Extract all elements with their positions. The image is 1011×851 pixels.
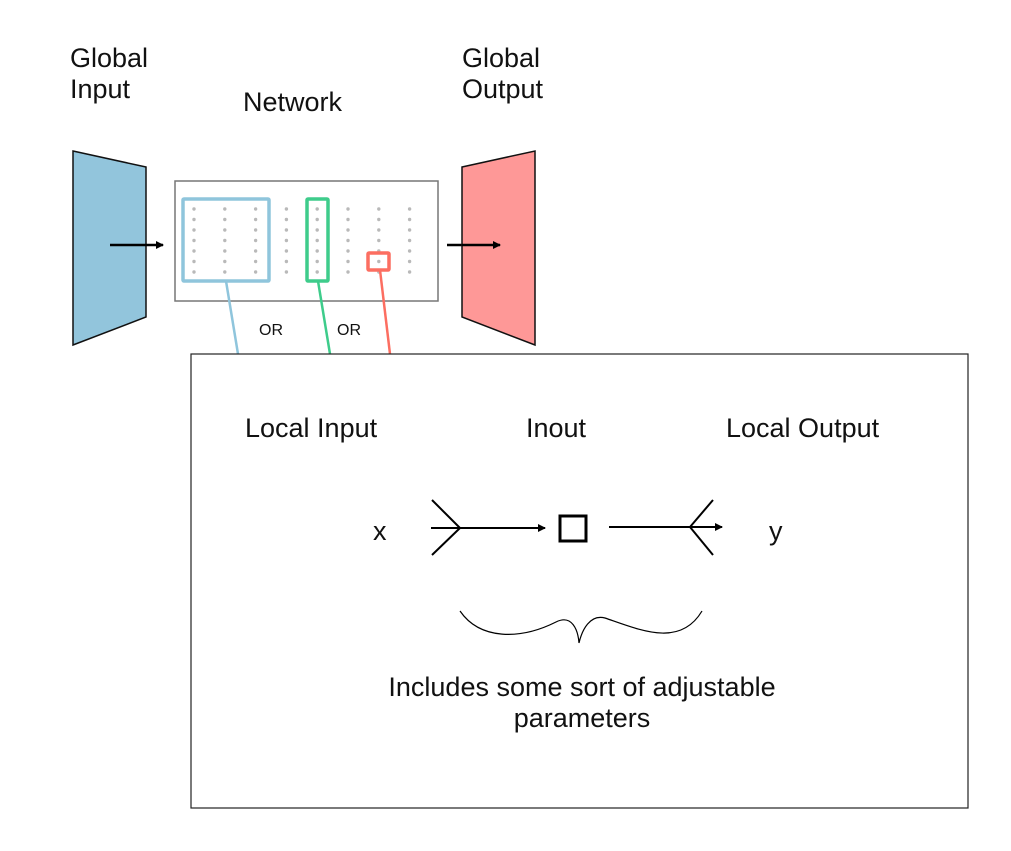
network-label: Network: [243, 87, 343, 117]
neuron-dot: [407, 207, 412, 211]
single-layer-selection: [305, 197, 330, 283]
single-neuron-selection: [366, 251, 391, 272]
neuron-dot: [284, 207, 289, 211]
neuron-dot: [253, 207, 258, 211]
detail-box: [190, 353, 969, 809]
global-input-block: [72, 150, 147, 347]
neuron-dot: [253, 238, 258, 243]
neuron-dot: [346, 217, 350, 222]
caption: Includes some sort of adjustable paramet…: [352, 672, 812, 734]
y-variable: y: [769, 516, 783, 546]
neuron-dot: [192, 259, 196, 264]
single-neuron-connector: [378, 269, 392, 355]
neuron-dot: [315, 217, 319, 222]
neuron-dot: [315, 238, 319, 243]
layer-group-connector: [224, 280, 240, 355]
global-output-line1: Global: [462, 43, 541, 73]
neuron-dot: [284, 249, 289, 253]
curly-brace: [459, 610, 703, 644]
neuron-dot: [223, 217, 227, 222]
global-input-label: Global Input: [70, 43, 148, 105]
neuron-dot: [253, 228, 258, 232]
neuron-dot: [315, 228, 319, 232]
neuron-dot: [377, 238, 381, 243]
neuron-dot: [192, 228, 196, 232]
x-variable: x: [373, 516, 387, 546]
neuron-dot: [192, 270, 196, 274]
caption-line2: parameters: [513, 703, 651, 733]
global-output-block: [461, 150, 536, 347]
neuron-dot: [315, 207, 319, 211]
neuron-dot: [253, 217, 258, 222]
local-input-label: Local Input: [245, 413, 378, 443]
neuron-dot: [284, 259, 289, 264]
global-output-line2: Output: [462, 74, 544, 104]
neuron-dot: [407, 238, 412, 243]
neuron-dot: [407, 217, 412, 222]
caption-line1: Includes some sort of adjustable: [388, 672, 776, 702]
neuron-dot: [346, 238, 350, 243]
neuron-dot: [223, 259, 227, 264]
neuron-dot: [377, 228, 381, 232]
neuron-dot: [377, 217, 381, 222]
neuron-dot: [346, 207, 350, 211]
global-input-line1: Global: [70, 43, 149, 73]
neuron-dot: [192, 249, 196, 253]
neuron-dot: [284, 238, 289, 243]
neuron-dot: [377, 259, 381, 264]
single-layer-connector: [316, 280, 332, 355]
neuron-dot: [284, 228, 289, 232]
neuron-dot: [223, 238, 227, 243]
neuron-dot: [192, 207, 196, 211]
or-label-1: OR: [259, 322, 283, 339]
neuron-dot: [407, 249, 412, 253]
neuron-dot: [223, 270, 227, 274]
neuron-dot: [192, 238, 196, 243]
neuron-dot: [223, 249, 227, 253]
global-output-label: Global Output: [462, 43, 543, 105]
neuron-dot: [253, 270, 258, 274]
neuron-dot: [377, 207, 381, 211]
network-neurons: [192, 207, 412, 274]
neuron-dot: [315, 270, 319, 274]
neuron-dot: [192, 217, 196, 222]
neuron-dot: [346, 259, 350, 264]
neuron-dot: [223, 228, 227, 232]
global-input-line2: Input: [70, 74, 131, 104]
local-output-symbol: [609, 499, 723, 556]
neuron-dot: [407, 259, 412, 264]
neuron-dot: [346, 270, 350, 274]
neuron-dot: [346, 249, 350, 253]
neuron-dot: [346, 228, 350, 232]
neuron-dot: [253, 249, 258, 253]
neuron-dot: [407, 228, 412, 232]
inout-label: Inout: [526, 413, 587, 443]
neuron-dot: [284, 217, 289, 222]
neuron-dot: [253, 259, 258, 264]
neuron-dot: [315, 249, 319, 253]
neuron-dot: [407, 270, 412, 274]
neuron-dot: [284, 270, 289, 274]
neuron-dot: [223, 207, 227, 211]
neuron-dot: [315, 259, 319, 264]
local-output-label: Local Output: [726, 413, 880, 443]
local-input-symbol: [431, 499, 546, 556]
or-label-2: OR: [337, 322, 361, 339]
inout-square: [558, 514, 588, 543]
